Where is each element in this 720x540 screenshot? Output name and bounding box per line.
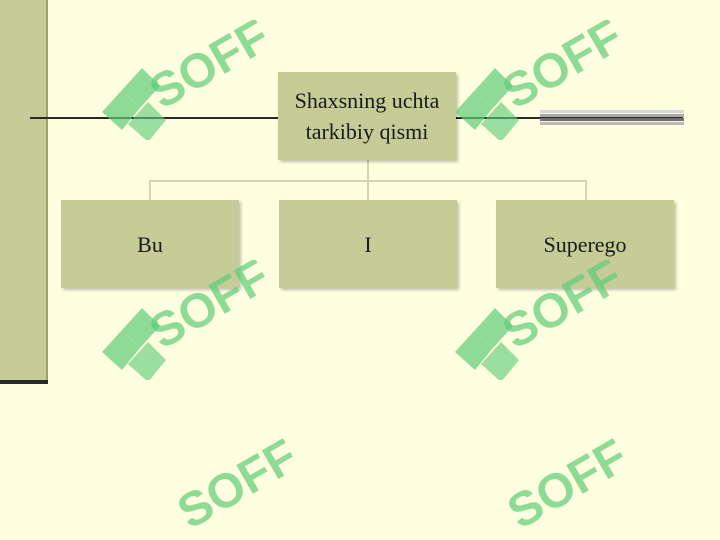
watermark-text: SOFF bbox=[500, 430, 636, 540]
watermark-text: SOFF bbox=[141, 20, 278, 120]
connector-root-down bbox=[367, 160, 369, 181]
node-label-bu: Bu bbox=[137, 231, 163, 257]
diagram-node-i: I bbox=[279, 200, 457, 288]
slide-sidebar-edge bbox=[46, 0, 48, 384]
node-label-i: I bbox=[364, 231, 372, 257]
connector-to-i bbox=[367, 180, 369, 200]
watermark-logo-6: SOFF bbox=[500, 430, 636, 540]
watermark-text: SOFF bbox=[494, 20, 631, 120]
connector-to-bu bbox=[149, 180, 151, 200]
connector-to-superego bbox=[585, 180, 587, 200]
diagram-node-bu: Bu bbox=[61, 200, 239, 288]
watermark-logo-5: SOFF bbox=[170, 430, 306, 540]
diagram-node-superego: Superego bbox=[496, 200, 674, 288]
node-label-superego: Superego bbox=[543, 231, 627, 257]
root-node-label: Shaxsning uchta tarkibiy qismi bbox=[294, 88, 440, 144]
slide-sidebar-bar bbox=[0, 0, 46, 382]
title-rule-left bbox=[30, 117, 280, 119]
diagram-root-node: Shaxsning uchta tarkibiy qismi bbox=[278, 72, 456, 160]
watermark-text: SOFF bbox=[170, 430, 306, 540]
slide-sidebar-bottom-rule bbox=[0, 380, 48, 384]
title-rule-right-bars bbox=[540, 110, 684, 126]
